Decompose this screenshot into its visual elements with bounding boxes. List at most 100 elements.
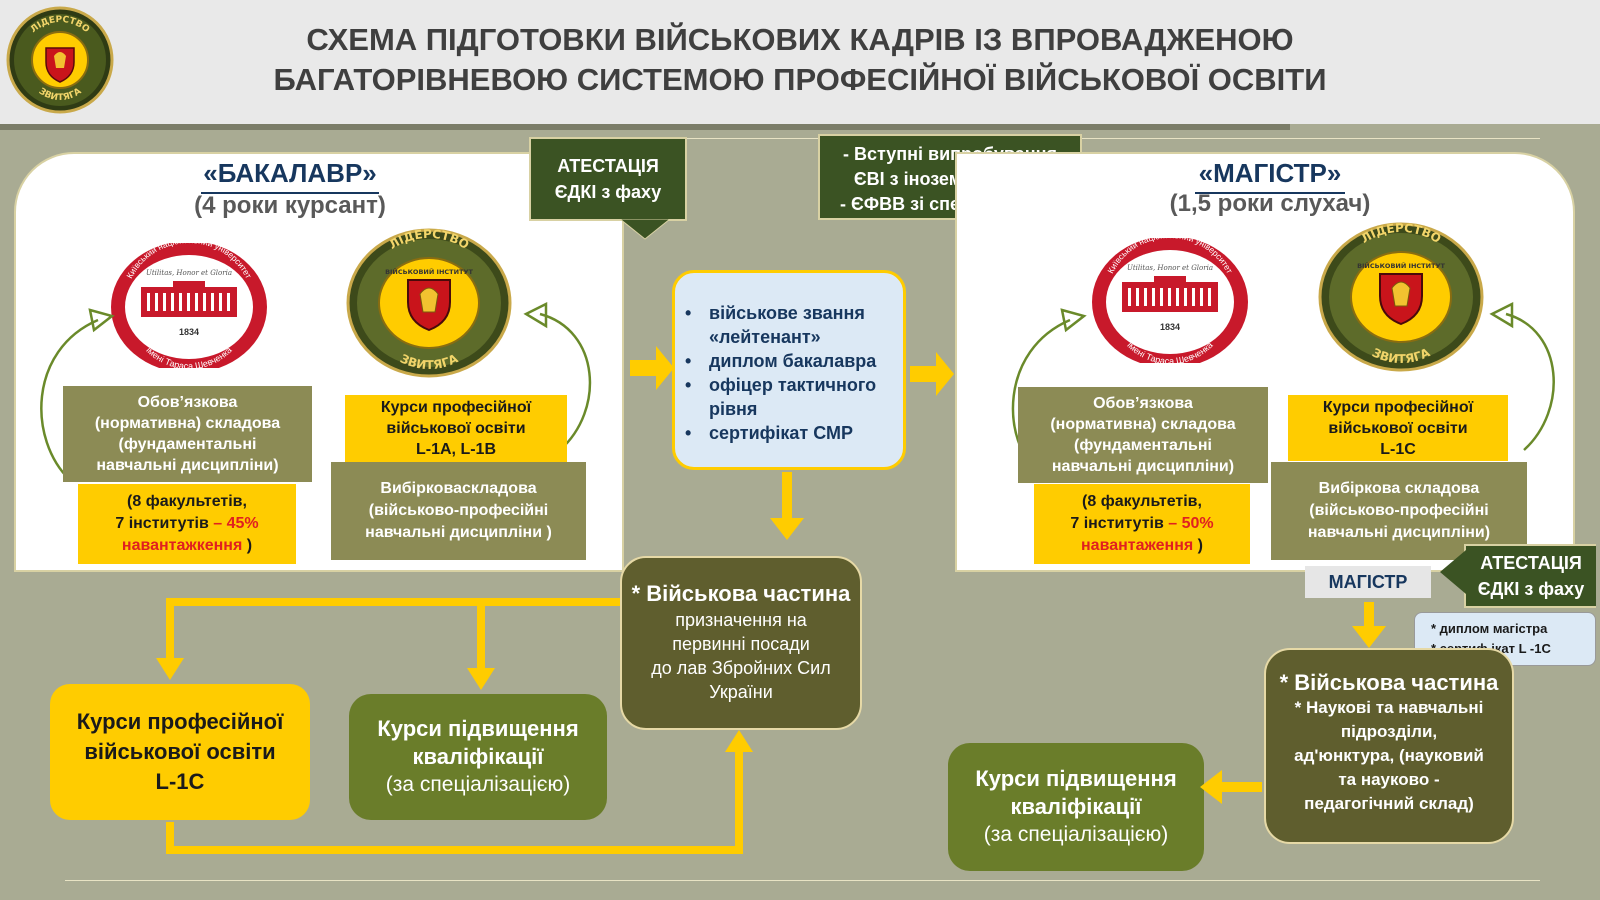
bachelor-stats-box: (8 факультетів, 7 інститутів – 45% наван… xyxy=(78,484,296,564)
arrowhead-icon xyxy=(88,308,115,333)
military-unit-2-line-2: підрозділи, xyxy=(1340,722,1438,741)
seal-inner-text: ВІЙСЬКОВИЙ ІНСТИТУТ xyxy=(385,267,473,276)
knu-seal-year: 1834 xyxy=(179,327,199,337)
branch-line xyxy=(166,598,620,660)
graduate-result-box: • військове звання «лейтенант» • диплом ба… xyxy=(672,270,906,470)
qualification-courses-box-left: Курси підвищення кваліфікації (за спеціа… xyxy=(349,694,607,820)
master-stats-line-3: навантаження ) xyxy=(1081,535,1203,557)
military-unit-master: * Військова частина * Наукові та навчаль… xyxy=(1264,648,1514,844)
arrow-down-icon xyxy=(156,658,184,680)
title-line-1: СХЕМА ПІДГОТОВКИ ВІЙСЬКОВИХ КАДРІВ ІЗ ВП… xyxy=(306,22,1294,57)
master-stats-box: (8 факультетів, 7 інститутів – 50% наван… xyxy=(1034,484,1250,564)
master-stats-line-2: 7 інститутів – 50% xyxy=(1070,513,1213,535)
bachelor-mandatory-line-1: Обов’язкова xyxy=(137,394,238,411)
divider-bottom xyxy=(65,880,1540,881)
master-title: «МАГІСТР» xyxy=(1198,158,1342,188)
arrowhead-icon xyxy=(1060,308,1087,333)
military-unit-bachelor: * Військова частина призначення на перви… xyxy=(620,556,862,730)
result-item-certificate: сертифікат СМР xyxy=(709,423,854,443)
military-unit-1-line-4: України xyxy=(709,682,773,702)
attestation-2-line-2: ЄДКІ з фаху xyxy=(1477,579,1585,599)
qualification-2-line-2: кваліфікації xyxy=(1010,794,1142,819)
qualification-1-line-1: Курси підвищення xyxy=(377,716,579,741)
bachelor-elective-line-1: Вибірковаскладова xyxy=(380,480,537,497)
master-close-paren: ) xyxy=(1197,537,1203,554)
svg-text:ЗВИТЯГА: ЗВИТЯГА xyxy=(398,351,461,372)
svg-text:ЗВИТЯГА: ЗВИТЯГА xyxy=(1370,345,1433,366)
master-courses-box: Курси професійної військової освіти L-1С xyxy=(1288,395,1508,461)
title-line-2: БАГАТОРІВНЕВОЮ СИСТЕМОЮ ПРОФЕСІЙНОЇ ВІЙС… xyxy=(273,62,1327,97)
qualification-1-line-2: кваліфікації xyxy=(412,744,544,769)
master-mandatory-line-3: (фундаментальні xyxy=(1074,437,1212,454)
result-item-officer: офіцер тактичного рівня xyxy=(709,375,877,419)
bachelor-courses-box: Курси професійної військової освіти L-1А… xyxy=(345,395,567,462)
bachelor-elective-box: Вибірковаскладова (військово-професійні … xyxy=(331,462,586,560)
cycle-arrow-right xyxy=(1489,301,1555,451)
bachelor-courses-line-3: L-1А, L-1В xyxy=(416,441,496,458)
master-elective-box: Вибіркова складова (військово-професійні… xyxy=(1271,462,1527,560)
knu-seal-year: 1834 xyxy=(1160,322,1180,332)
result-item: • сертифікат СМР xyxy=(685,421,895,445)
attestation-callout-bachelor: АТЕСТАЦІЯ ЄДКІ з фаху xyxy=(529,137,687,221)
bachelor-title-underline xyxy=(201,192,379,194)
institute-seal: ЛІДЕРСТВО ЗВИТЯГА ВІЙСЬКОВИЙ ІНСТИТУТ xyxy=(1318,222,1484,372)
arrow-down-icon xyxy=(1352,602,1386,648)
military-unit-1-title: * Військова частина xyxy=(631,581,851,606)
arrow-down-icon xyxy=(467,668,495,690)
master-title-wrap: «МАГІСТР» xyxy=(1160,158,1380,194)
qualification-2-line-1: Курси підвищення xyxy=(975,766,1177,791)
qualification-2-sub: (за спеціалізацією) xyxy=(983,823,1169,846)
bachelor-courses-line-2: військової освіти xyxy=(386,420,526,437)
page-title: СХЕМА ПІДГОТОВКИ ВІЙСЬКОВИХ КАДРІВ ІЗ ВП… xyxy=(150,20,1450,100)
master-elective-line-1: Вибіркова складова xyxy=(1318,480,1480,497)
attestation-callout-master: АТЕСТАЦІЯ ЄДКІ з фаху xyxy=(1464,544,1596,608)
callout-pointer xyxy=(1440,550,1466,594)
bachelor-stats-line-3: навантажкення ) xyxy=(122,535,252,557)
cycle-arrow-right xyxy=(523,301,592,451)
bachelor-subtitle: (4 роки курсант) xyxy=(194,192,386,219)
bullet-icon: • xyxy=(685,423,692,443)
knu-seal-motto: Utilitas, Honor et Gloria xyxy=(1127,264,1213,272)
arrow-up-icon xyxy=(725,730,753,752)
bachelor-stats-line-2: 7 інститутів – 45% xyxy=(115,513,258,535)
arrow-down-icon xyxy=(770,472,804,540)
divider-top xyxy=(625,138,1540,139)
master-elective-line-3: навчальні дисципліни) xyxy=(1307,524,1491,541)
helmet-icon xyxy=(419,287,439,313)
arrowhead-icon xyxy=(1489,301,1514,329)
result-item-rank: військове звання «лейтенант» xyxy=(709,303,865,347)
bachelor-mandatory-box: Обов’язкова (нормативна) складова (фунда… xyxy=(63,386,312,482)
military-unit-1-line-2: первинні посади xyxy=(672,634,810,654)
cycle-arrow-left xyxy=(40,308,115,481)
institute-logo: ЛІДЕРСТВО ЗВИТЯГА xyxy=(6,6,114,114)
result-item: •офіцер тактичного рівня xyxy=(685,373,895,421)
seal-ring-bottom: ЗВИТЯГА xyxy=(1370,345,1433,366)
courses-l1c-line-1: Курси професійної xyxy=(76,709,284,734)
knu-seal: Київський національний університет імені… xyxy=(111,243,267,368)
master-load-percent: – 50% xyxy=(1168,515,1214,532)
master-load-label: навантаження xyxy=(1081,537,1194,554)
military-unit-2-line-5: педагогічний склад) xyxy=(1304,794,1474,813)
master-subtitle: (1,5 роки слухач) xyxy=(1169,190,1371,217)
qualification-courses-box-right: Курси підвищення кваліфікації (за спеціа… xyxy=(948,743,1204,871)
helmet-icon xyxy=(1391,281,1411,307)
master-mandatory-line-4: навчальні дисципліни) xyxy=(1051,458,1235,475)
callout-pointer xyxy=(620,219,670,240)
courses-l1c-line-3: L-1С xyxy=(155,769,205,794)
bachelor-institutes-text: 7 інститутів xyxy=(115,515,209,532)
result-item: • диплом бакалавра xyxy=(685,349,895,373)
knu-seal-motto: Utilitas, Honor et Gloria xyxy=(146,269,232,277)
master-courses-line-1: Курси професійної xyxy=(1322,398,1474,416)
seal-ring-bottom: ЗВИТЯГА xyxy=(398,351,461,372)
diploma-note-line-1: * диплом магістра xyxy=(1431,621,1548,636)
master-mandatory-box: Обов’язкова (нормативна) складова (фунда… xyxy=(1018,387,1268,483)
master-elective-line-2: (військово-професійні xyxy=(1309,502,1489,519)
bachelor-load-percent: – 45% xyxy=(213,515,259,532)
header-shadow xyxy=(0,124,1290,130)
result-item-diploma: диплом бакалавра xyxy=(709,351,877,371)
logo-ring-bottom: ЗВИТЯГА xyxy=(37,87,84,103)
bullet-icon: • xyxy=(685,351,692,371)
attestation-2-line-1: АТЕСТАЦІЯ xyxy=(1480,553,1582,573)
seal-inner-text: ВІЙСЬКОВИЙ ІНСТИТУТ xyxy=(1357,261,1445,270)
bachelor-load-label: навантажкення xyxy=(121,537,243,554)
